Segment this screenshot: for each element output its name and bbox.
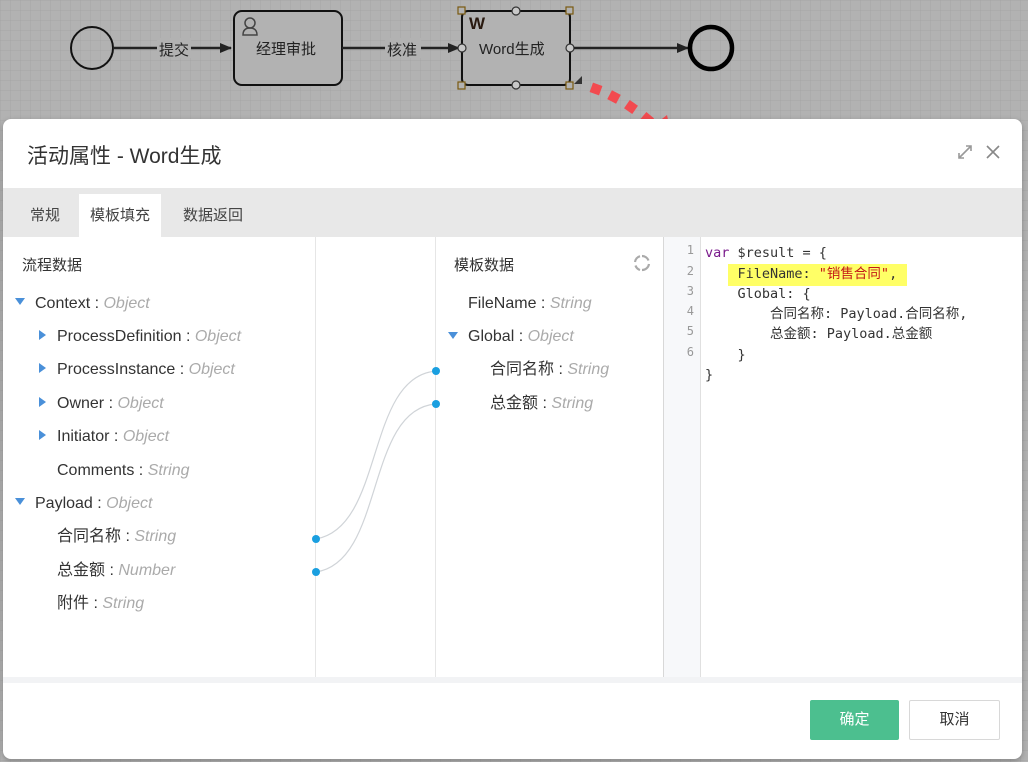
process-data-title: 流程数据 — [22, 257, 83, 274]
collapse-caret-icon[interactable] — [39, 397, 46, 407]
expand-caret-icon[interactable] — [15, 498, 25, 505]
code-line: 总金额: Payload.总金额 — [705, 326, 933, 342]
tree-item-global-total-amount[interactable]: 总金额 : String — [490, 395, 594, 412]
code-line: } — [705, 347, 746, 363]
tree-item-payload[interactable]: Payload : Object — [35, 495, 153, 512]
footer-divider — [3, 677, 1022, 683]
connection-point[interactable] — [457, 43, 467, 53]
tree-item-attachment[interactable]: 附件 : String — [57, 595, 145, 612]
tree-item-owner[interactable]: Owner : Object — [57, 395, 164, 412]
collapse-caret-icon[interactable] — [39, 330, 46, 340]
code-line-highlighted: FileName: "销售合同", — [705, 264, 908, 286]
resize-handle[interactable] — [565, 81, 574, 90]
tab-template-fill[interactable]: 模板填充 — [79, 194, 162, 237]
connection-point[interactable] — [511, 6, 521, 16]
refresh-icon[interactable] — [633, 254, 651, 272]
mapping-target-dot[interactable] — [432, 400, 440, 408]
resize-handle[interactable] — [457, 81, 466, 90]
tree-item-global[interactable]: Global : Object — [468, 328, 574, 345]
collapse-caret-icon[interactable] — [39, 430, 46, 440]
template-data-title: 模板数据 — [454, 257, 515, 274]
tree-item-filename[interactable]: FileName : String — [468, 295, 592, 312]
code-line: } — [705, 367, 714, 383]
tree-item-process-instance[interactable]: ProcessInstance : Object — [57, 361, 235, 378]
mapping-target-dot[interactable] — [432, 367, 440, 375]
mapping-source-dot[interactable] — [312, 568, 320, 576]
code-line: var $result = { — [705, 245, 827, 261]
mapping-line[interactable] — [315, 403, 437, 573]
tree-item-initiator[interactable]: Initiator : Object — [57, 428, 170, 445]
expand-caret-icon[interactable] — [15, 298, 25, 305]
cancel-button[interactable]: 取消 — [909, 700, 1000, 740]
annotation-arrow — [589, 82, 669, 120]
tree-item-total-amount[interactable]: 总金额 : Number — [57, 562, 176, 579]
code-editor[interactable]: 1 2 3 4 5 6 var $result = { FileName: "销… — [664, 237, 1022, 677]
template-data-panel: 模板数据 FileName : String Global : Object 合… — [435, 237, 664, 677]
expand-caret-icon[interactable] — [448, 332, 458, 339]
tree-item-process-definition[interactable]: ProcessDefinition : Object — [57, 328, 242, 345]
resize-handle[interactable] — [565, 6, 574, 15]
tree-item-contract-name[interactable]: 合同名称 : String — [57, 528, 177, 545]
task-label-manager-approval: 经理审批 — [256, 41, 317, 58]
collapse-caret-icon[interactable] — [39, 363, 46, 373]
activity-properties-dialog: 活动属性 - Word生成 常规 模板填充 数据返回 流程数据 Context … — [3, 119, 1022, 759]
tree-item-context[interactable]: Context : Object — [35, 295, 150, 312]
tab-data-return[interactable]: 数据返回 — [183, 207, 244, 224]
close-icon[interactable] — [984, 143, 1002, 161]
code-line: 合同名称: Payload.合同名称, — [705, 306, 968, 322]
tab-bar: 常规 模板填充 数据返回 — [3, 188, 1022, 237]
process-data-panel: 流程数据 Context : Object ProcessDefinition … — [3, 237, 315, 677]
line-number-gutter: 1 2 3 4 5 6 — [664, 237, 701, 677]
ok-button[interactable]: 确定 — [810, 700, 899, 740]
word-icon: W — [469, 14, 486, 33]
mapping-link-area[interactable] — [312, 237, 440, 677]
connection-point[interactable] — [511, 80, 521, 90]
tree-item-comments[interactable]: Comments : String — [57, 462, 190, 479]
code-line: Global: { — [705, 286, 811, 302]
resize-handle[interactable] — [457, 6, 466, 15]
tree-item-global-contract-name[interactable]: 合同名称 : String — [490, 361, 610, 378]
tab-general[interactable]: 常规 — [30, 207, 61, 224]
connection-point[interactable] — [565, 43, 575, 53]
task-label-word-generation: Word生成 — [479, 41, 545, 58]
mapping-source-dot[interactable] — [312, 535, 320, 543]
mapping-line[interactable] — [315, 370, 437, 540]
start-event[interactable] — [70, 26, 114, 70]
flow-label-approve: 核准 — [387, 42, 418, 59]
user-icon — [242, 17, 258, 36]
end-event[interactable] — [687, 24, 735, 72]
bpmn-canvas[interactable]: 提交 经理审批 核准 W Word生成 — [0, 0, 1028, 120]
maximize-icon[interactable] — [956, 143, 974, 161]
dialog-title: 活动属性 - Word生成 — [27, 145, 222, 168]
flow-label-submit: 提交 — [159, 42, 190, 59]
